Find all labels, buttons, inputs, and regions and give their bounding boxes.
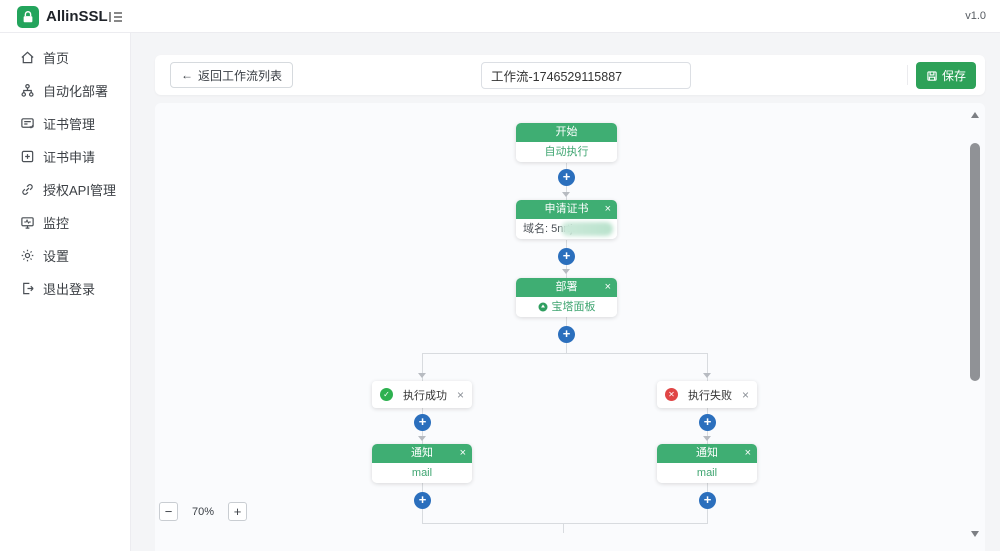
sidebar-item-label: 设置 xyxy=(43,249,70,264)
zoom-in-button[interactable]: + xyxy=(228,502,248,521)
fail-cross-icon: ✕ xyxy=(665,388,678,401)
scroll-up-icon[interactable] xyxy=(971,112,979,118)
sidebar-collapse-icon[interactable] xyxy=(107,8,125,26)
sidebar-item-label: 首页 xyxy=(43,51,70,66)
sidebar-item-monitor[interactable]: 监控 xyxy=(0,206,130,239)
node-notify-title: 通知 xyxy=(411,447,433,459)
node-deploy[interactable]: 部署 × 宝塔面板 xyxy=(516,278,617,317)
node-start[interactable]: 开始 自动执行 xyxy=(516,123,617,162)
vertical-scrollbar xyxy=(969,108,982,541)
node-notify-channel: mail xyxy=(372,463,472,483)
zoom-level: 70% xyxy=(192,505,215,518)
baota-panel-icon xyxy=(538,302,547,312)
logout-icon xyxy=(23,282,34,295)
branch-split-line xyxy=(422,353,708,354)
workflow-toolbar: ← 返回工作流列表 保存 xyxy=(155,55,985,95)
node-notify-channel: mail xyxy=(657,463,757,483)
workflow-name-input[interactable] xyxy=(481,62,691,89)
sidebar-item-label: 退出登录 xyxy=(43,282,96,297)
sidebar-item-logout[interactable]: 退出登录 xyxy=(0,272,130,305)
connector-line xyxy=(422,353,423,381)
add-node-button[interactable]: + xyxy=(558,326,575,343)
close-icon[interactable]: × xyxy=(604,281,611,293)
back-to-workflow-list-button[interactable]: ← 返回工作流列表 xyxy=(170,62,294,88)
close-icon[interactable]: × xyxy=(744,447,751,459)
app-title: AllinSSL xyxy=(46,8,108,25)
branch-fail-card[interactable]: ✕ 执行失败 × xyxy=(657,381,757,408)
sidebar-item-label: 自动化部署 xyxy=(43,84,109,99)
main-area: ← 返回工作流列表 保存 xyxy=(131,33,1000,551)
redacted-domain-blur xyxy=(561,222,613,236)
add-node-button[interactable]: + xyxy=(699,414,716,431)
sidebar: 首页 自动化部署 证书管理 证书申请 授权API管理 监控 xyxy=(0,33,131,551)
close-icon[interactable]: × xyxy=(604,203,611,215)
branch-merge-line xyxy=(422,523,708,524)
sidebar-item-label: 证书申请 xyxy=(43,150,96,165)
api-auth-icon xyxy=(22,184,33,195)
sidebar-item-label: 授权API管理 xyxy=(43,183,116,198)
sidebar-item-label: 证书管理 xyxy=(43,117,96,132)
arrow-down-icon xyxy=(703,436,711,441)
node-apply-cert[interactable]: 申请证书 × 域名: 5nrtj. xyxy=(516,200,617,239)
certificate-manage-icon xyxy=(21,118,34,129)
save-icon xyxy=(927,70,937,81)
branch-success-card[interactable]: ✓ 执行成功 × xyxy=(372,381,472,408)
node-apply-cert-title: 申请证书 xyxy=(544,203,589,215)
canvas-zoom-controls: − 70% + xyxy=(159,502,248,521)
arrow-down-icon xyxy=(703,373,711,378)
lock-icon xyxy=(23,11,33,23)
add-node-button[interactable]: + xyxy=(699,492,716,509)
certificate-apply-icon xyxy=(21,150,34,163)
node-notify-title: 通知 xyxy=(696,447,718,459)
scroll-down-icon[interactable] xyxy=(971,531,979,537)
settings-icon xyxy=(21,249,34,262)
add-node-button[interactable]: + xyxy=(558,169,575,186)
zoom-out-button[interactable]: − xyxy=(159,502,178,521)
close-icon[interactable]: × xyxy=(456,387,464,402)
monitor-icon xyxy=(21,217,34,229)
node-deploy-target: 宝塔面板 xyxy=(551,301,596,313)
add-node-button[interactable]: + xyxy=(414,414,431,431)
node-deploy-title: 部署 xyxy=(555,281,578,293)
branch-success-label: 执行成功 xyxy=(402,389,447,402)
node-notify-fail[interactable]: 通知 × mail xyxy=(657,444,757,483)
sidebar-item-home[interactable]: 首页 xyxy=(0,41,130,74)
app-header: AllinSSL v1.0 xyxy=(0,0,1000,33)
add-node-button[interactable]: + xyxy=(558,248,575,265)
node-start-body: 自动执行 xyxy=(516,142,617,162)
node-notify-success[interactable]: 通知 × mail xyxy=(372,444,472,483)
app-version: v1.0 xyxy=(965,10,986,22)
sidebar-item-api-auth[interactable]: 授权API管理 xyxy=(0,173,130,206)
arrow-down-icon xyxy=(418,373,426,378)
add-node-button[interactable]: + xyxy=(414,492,431,509)
sidebar-item-label: 监控 xyxy=(43,216,70,231)
close-icon[interactable]: × xyxy=(459,447,466,459)
deploy-flow-icon xyxy=(21,83,34,97)
home-icon xyxy=(21,51,34,64)
arrow-down-icon xyxy=(562,192,570,197)
sidebar-item-settings[interactable]: 设置 xyxy=(0,239,130,272)
save-button[interactable]: 保存 xyxy=(916,62,977,89)
scrollbar-thumb[interactable] xyxy=(970,143,980,381)
back-button-label: 返回工作流列表 xyxy=(198,68,283,83)
arrow-down-icon xyxy=(562,269,570,274)
toolbar-divider xyxy=(907,65,908,85)
back-arrow-icon: ← xyxy=(181,68,193,82)
success-check-icon: ✓ xyxy=(380,388,393,401)
sidebar-item-auto-deploy[interactable]: 自动化部署 xyxy=(0,74,130,107)
close-icon[interactable]: × xyxy=(741,387,749,402)
save-button-label: 保存 xyxy=(942,69,967,83)
arrow-down-icon xyxy=(418,436,426,441)
node-start-header: 开始 xyxy=(516,123,617,142)
branch-fail-label: 执行失败 xyxy=(687,389,732,402)
sidebar-item-cert-manage[interactable]: 证书管理 xyxy=(0,107,130,140)
connector-line xyxy=(563,523,564,533)
workflow-canvas[interactable]: + + + + + + + 开始 自动执行 申请证书 × 域名: 5nrtj. … xyxy=(155,103,985,551)
app-logo xyxy=(17,6,39,28)
sidebar-item-cert-apply[interactable]: 证书申请 xyxy=(0,140,130,173)
connector-line xyxy=(707,353,708,381)
